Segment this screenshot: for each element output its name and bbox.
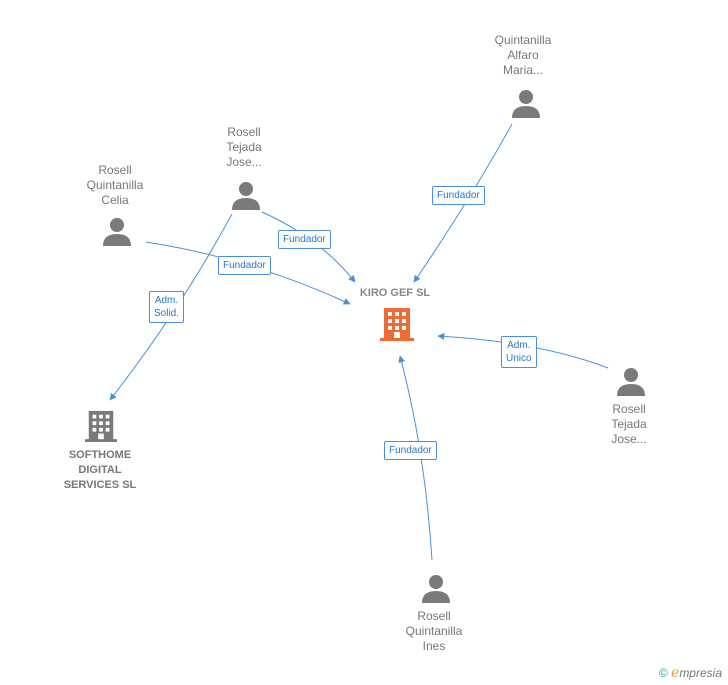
person-icon[interactable] (102, 216, 132, 246)
copyright-icon: © (658, 666, 668, 680)
person-icon[interactable] (616, 366, 646, 396)
building-icon[interactable] (85, 408, 117, 444)
brand-logo-text: mpresia (679, 666, 722, 680)
edge-label-fundador[interactable]: Fundador (432, 186, 485, 205)
person-rosell-tejada-right-label[interactable]: Rosell Tejada Jose... (611, 402, 647, 446)
edge-label-adm-unico[interactable]: Adm. Unico (501, 336, 537, 368)
edge-label-fundador[interactable]: Fundador (384, 441, 437, 460)
person-rosell-tejada-top-label[interactable]: Rosell Tejada Jose... (226, 125, 262, 169)
edge-label-fundador[interactable]: Fundador (278, 230, 331, 249)
edge-label-adm-solid[interactable]: Adm. Solid. (149, 291, 185, 323)
person-icon[interactable] (231, 180, 261, 210)
brand-logo-initial: e (671, 665, 680, 681)
building-icon[interactable] (380, 306, 414, 342)
person-icon[interactable] (511, 88, 541, 118)
edge-label-fundador[interactable]: Fundador (218, 256, 271, 275)
main-company-label[interactable]: KIRO GEF SL (359, 287, 431, 299)
person-quintanilla-alfaro-label[interactable]: Quintanilla Alfaro Maria... (494, 33, 552, 77)
person-rosell-celia-label[interactable]: Rosell Quintanilla Celia (86, 163, 144, 207)
softhome-company-label[interactable]: SOFTHOME DIGITAL SERVICES SL (63, 449, 137, 491)
brand-footer: © empresia (659, 665, 722, 681)
person-rosell-ines-label[interactable]: Rosell Quintanilla Ines (405, 609, 463, 653)
person-icon[interactable] (421, 573, 451, 603)
